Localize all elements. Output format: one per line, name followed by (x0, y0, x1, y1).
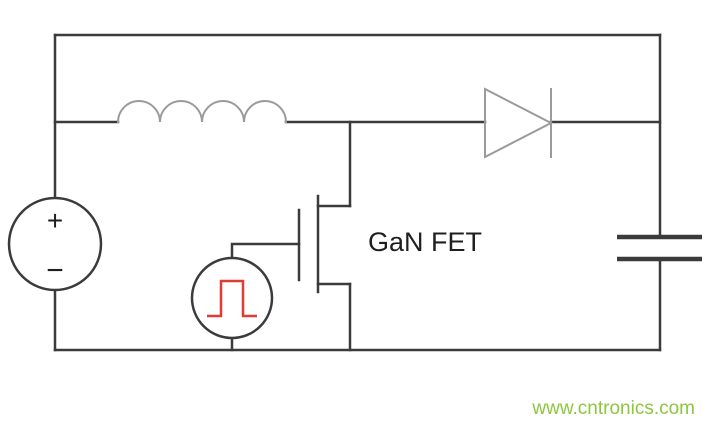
pulse-waveform-icon (207, 279, 257, 318)
capacitor-symbol (617, 234, 702, 262)
dc-voltage-source-symbol: + − (7, 196, 103, 292)
inductor-symbol (116, 100, 288, 124)
gan-fet-label: GaN FET (368, 227, 482, 257)
pulse-source-circle-icon (190, 256, 274, 340)
plus-icon: + (47, 205, 63, 236)
wire-gate-lead (230, 242, 301, 260)
dc-source-circle-icon (7, 196, 103, 292)
wires (53, 33, 662, 352)
diode-symbol (484, 87, 554, 159)
mosfet-symbol (297, 194, 352, 294)
inductor-coils-icon (116, 100, 288, 124)
minus-icon: − (46, 254, 64, 287)
diode-triangle-icon (484, 87, 554, 159)
watermark: www.cntronics.com (531, 398, 695, 419)
pulse-source-symbol (190, 256, 274, 340)
